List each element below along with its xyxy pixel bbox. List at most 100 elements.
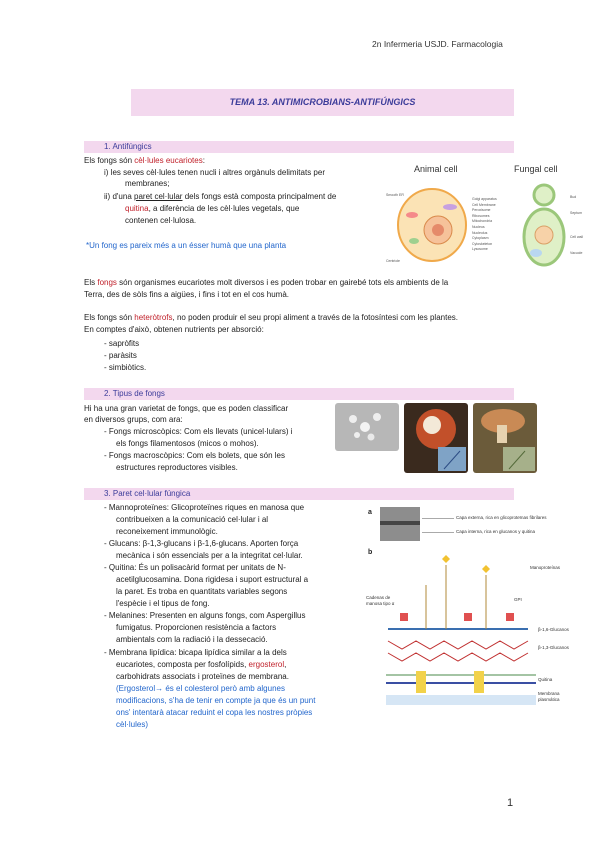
s1-quitina: quitina [125,204,149,213]
s1-item-i-l2: membranes; [125,179,170,188]
section-2-heading: 2. Tipus de fongs [104,389,165,398]
mold-photo [404,403,468,473]
s3-mb-l1: - Membrana lipídica: bicapa lipídica sim… [104,648,287,657]
s1-item-ii-l3: contenen cel·lulosa. [125,216,197,225]
cell-label-vacuole: Vacuole [570,251,583,255]
label-cadenas-l1: Cadenas de [366,595,391,600]
s1-item-ii-b: paret cel·lular [134,192,183,201]
s3-me-l1: - Melanines: Presenten en alguns fongs, … [104,611,306,620]
label-membrana-l2: plasmática [538,697,560,702]
s3-me-l2: fumigatus. Proporcionen resistència a fa… [116,623,277,632]
s1-item-i-l1: i) les seves cèl·lules tenen nucli i alt… [104,168,325,177]
yeast-photo [335,403,399,451]
s3-m-l2: contribueixen a la comunicació cel·lular… [116,515,269,524]
label-cadenas-l2: manosa tipo α [366,601,395,606]
label-membrana-l1: Membrana [538,691,560,696]
s2-p-l2: en diversos grups, com ara: [84,415,183,424]
cell-label-cell-wall: Cell wall [570,235,584,239]
s3-g-l1: - Glucans: β-1,3-glucans i β-1,6-glucans… [104,539,299,548]
s1-p2-c: són organismes eucariotes molt diversos … [116,278,449,287]
cell-figure: Animal cell Fungal cell Golgi apparatus … [384,155,584,275]
cell-wall-figure: a Capa externa, rica en glicoproteïnas f… [366,505,572,710]
cell-label: Cell Membrane [472,202,496,207]
fungal-cell-title: Fungal cell [514,164,558,174]
title-box [131,89,514,116]
s3-q-l2: acetilglucosamina. Dona rigidesa i supor… [116,575,309,584]
s1-p2-l1: Els fongs són organismes eucariotes molt… [84,278,448,289]
s1-p3-c: , no poden produir el seu propi aliment … [172,313,459,322]
section-2-bar [84,388,514,400]
section-3-bar [84,488,514,500]
animal-cell-title: Animal cell [414,164,458,174]
s1-bullet: - sapròfits [104,339,140,348]
s1-p2-l2: Terra, des de sòls fins a aigües, i fins… [84,290,289,299]
s1-p2-b: fongs [97,278,117,287]
s2-p-l1: Hi ha una gran varietat de fongs, que es… [84,404,289,413]
s3-ergosterol: ergosterol [248,660,285,669]
course-header: 2n Infermeria USJD. Farmacologia [372,39,503,49]
label-quitina: Quitina [538,677,553,682]
cell-label-centriole: Centriole [386,259,401,263]
section-3-heading: 3. Paret cel·lular fúngica [104,489,191,498]
s3-mb-l2: eucariotes, composta per fosfolípids, er… [116,660,286,671]
s3-me-l3: ambientals com la radiació i la dessecac… [116,635,268,644]
label-gpi: GPI [514,597,522,602]
label-capa-externa: Capa externa, rica en glicoproteïnas fib… [456,515,547,520]
s1-bullet: - paràsits [104,351,137,360]
s2-b2-l1: - Fongs macroscòpics: Com els bolets, qu… [104,451,285,460]
cell-label-septum: Septum [570,211,583,215]
label-capa-interna: Capa interna, rica en glucanos y quitina [456,529,536,534]
leader-line [422,518,454,519]
s1-intro-highlight: cèl·lules eucariotes [134,156,203,165]
s2-b1-l1: - Fongs microscòpics: Com els llevats (u… [104,427,293,436]
leader-line [422,532,454,533]
cell-label: Mitochondria [472,219,493,224]
s1-bullet: - simbiòtics. [104,363,147,372]
cell-label: Nucleolus [472,230,488,235]
section-1-bar [84,141,514,153]
cell-label: Peroxisome [472,208,491,213]
s3-m-l3: reconeixement immunològic. [116,527,218,536]
s1-item-ii-l2b: , a diferència de les cèl·lules vegetals… [148,204,300,213]
cell-label: Nucleus [472,224,485,229]
mushroom-photo [473,403,537,473]
s1-item-ii-a: ii) d'una [104,192,134,201]
s3-mb-l2-end: , [284,660,287,669]
s1-intro-suffix: : [202,156,205,165]
s1-p3-l2: En comptes d'això, obtenen nutrients per… [84,325,264,334]
micrograph [380,507,420,541]
label-b13: β-1,3-Glucanos [538,645,569,650]
s2-b2-l2: estructures reproductores visibles. [116,463,238,472]
page-title: TEMA 13. ANTIMICROBIANS-ANTIFÚNGICS [229,97,416,107]
page-number: 1 [507,797,514,809]
cell-label: Golgi apparatus [472,197,497,201]
cell-diagram [397,183,566,267]
s3-g-l2: mecànica i són essencials per a la integ… [116,551,303,560]
s3-q-l3: la paret. Es troba en quantitats variabl… [116,587,288,596]
section-1-heading: 1. Antifúngics [104,142,152,151]
s1-item-ii-c: dels fongs està composta principalment d… [182,192,337,201]
cell-label: Lysosome [472,247,488,252]
s1-note: *Un fong es pareix més a un ésser humà q… [86,241,287,250]
cell-label: Ribosomes [472,213,490,218]
cell-label: Cytoskeleton [472,241,493,246]
s1-item-ii-l1: ii) d'una paret cel·lular dels fongs est… [104,192,336,203]
cell-label: Cytoplasm [472,236,489,241]
s3-mb-l6: ons' intentarà atacar reduint el copa le… [116,708,313,717]
cell-wall-diagram [386,555,536,705]
s3-q-l1: - Quitina: És un polisacàrid format per … [104,563,286,572]
cell-labels: Golgi apparatus Cell Membrane Peroxisome… [472,197,497,253]
figure-label-b: b [368,549,373,556]
label-manoproteinas: Manoproteínas [530,565,561,570]
s1-p3-a: Els fongs són [84,313,135,322]
s3-mb-l7: cèl·lules) [116,720,149,729]
label-b16: β-1,6-Glucanos [538,627,569,632]
cell-label-smooth-er: Smooth ER [386,193,404,197]
s1-p2-a: Els [84,278,98,287]
s1-p3-l1: Els fongs són heteròtrofs, no poden prod… [84,313,458,324]
s3-q-l4: l'espècie i el tipus de fong. [116,599,210,608]
s3-mb-l4: (Ergosterol→ és el colesterol però amb a… [116,684,285,693]
figure-label-a: a [368,509,372,516]
s3-mb-l3: carbohidrats associats i proteïnes de me… [116,672,289,681]
s3-mb-l5: modificacions, s'ha de tenir en compte j… [116,696,316,705]
